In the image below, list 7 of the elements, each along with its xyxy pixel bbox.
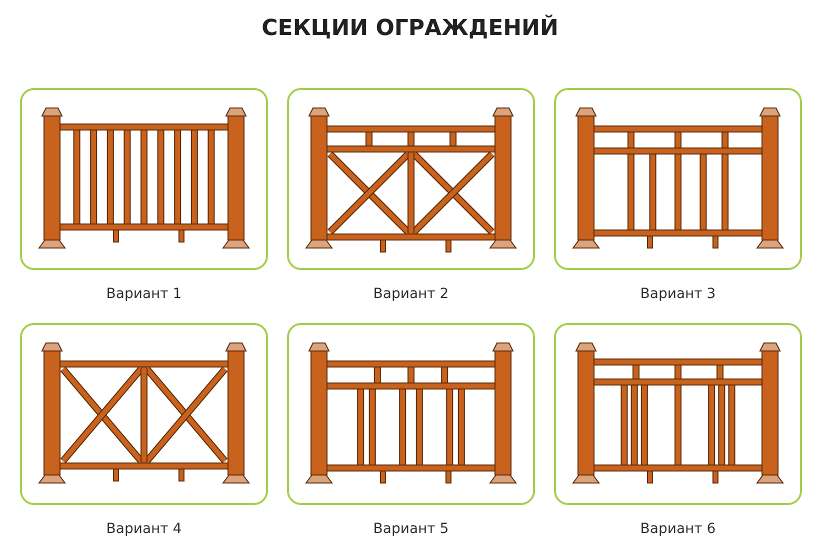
title: СЕКЦИИ ОГРАЖДЕНИЙ — [262, 16, 558, 41]
variant-label: Вариант 1 — [106, 286, 182, 302]
variant-label: Вариант 6 — [640, 521, 716, 537]
variant-label: Вариант 3 — [640, 286, 716, 302]
variant-label: Вариант 2 — [373, 286, 449, 302]
variant-label: Вариант 4 — [106, 521, 182, 537]
variant-label: Вариант 5 — [373, 521, 449, 537]
